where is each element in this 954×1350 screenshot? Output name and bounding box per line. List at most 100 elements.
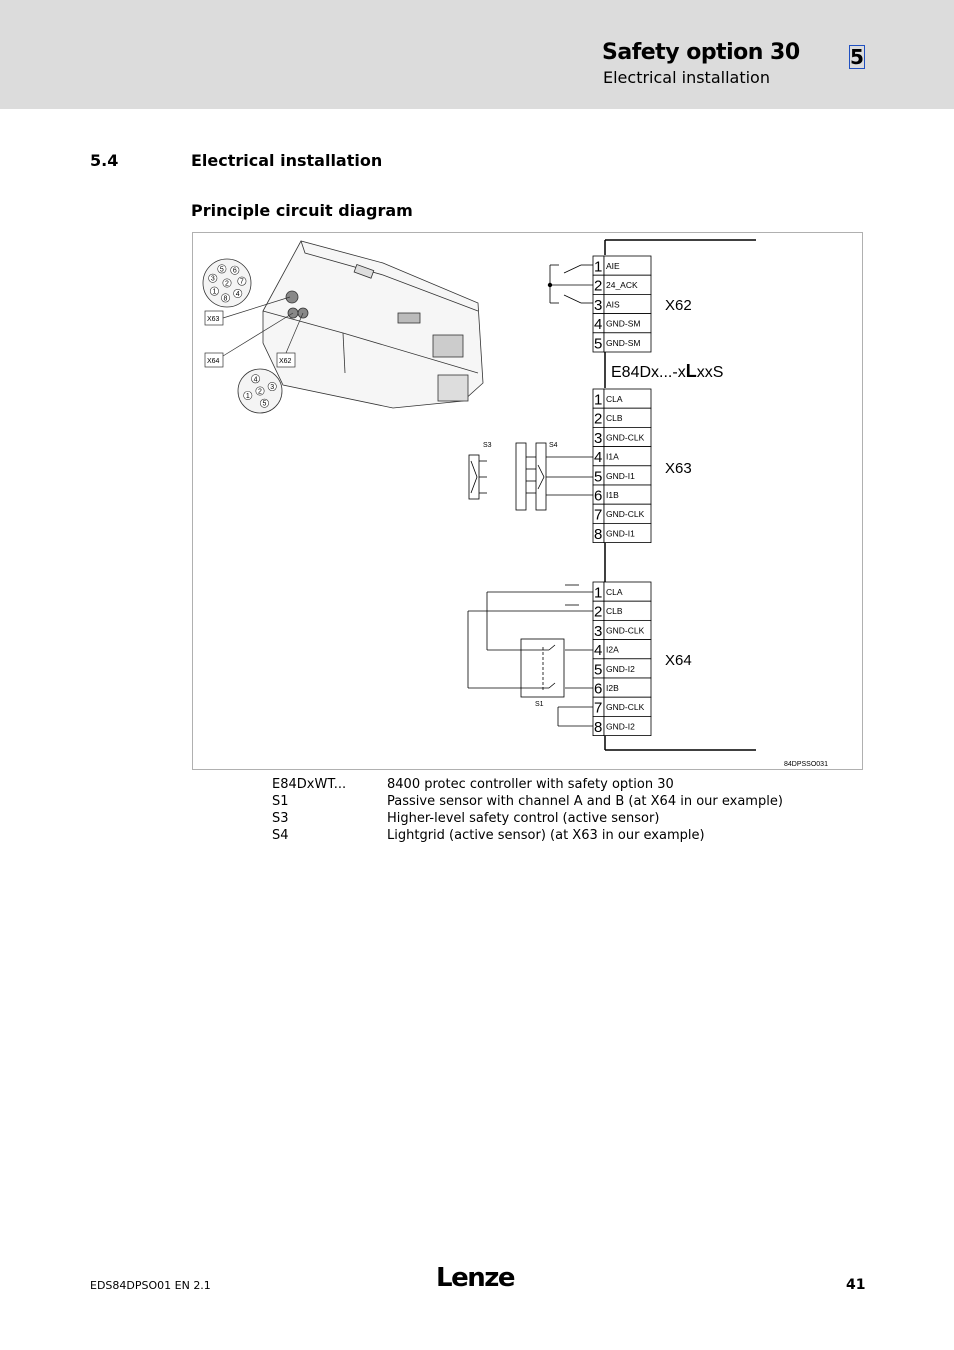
pin-number: 4 (594, 642, 602, 659)
svg-text:4: 4 (236, 291, 240, 298)
connector-name-x64: X64 (665, 652, 692, 669)
pin-signal: CLB (606, 606, 623, 616)
pin-signal: I1A (606, 452, 619, 462)
sensor-s4 (515, 442, 593, 511)
pin-number: 3 (594, 430, 602, 447)
pin-number: 4 (594, 449, 602, 466)
pin-number: 8 (594, 526, 602, 543)
connector-pin: 7 (237, 276, 247, 286)
pin-signal: I2B (606, 683, 619, 693)
footer-doc-id: EDS84DPSO01 EN 2.1 (90, 1279, 211, 1292)
legend-key: S3 (272, 811, 289, 826)
legend-row: S1 Passive sensor with channel A and B (a… (272, 793, 783, 810)
connector-pin: 4 (251, 374, 261, 384)
terminal-pin: 2 24_ACK (592, 274, 652, 295)
legend-key: S1 (272, 794, 289, 809)
legend: E84DxWT...8400 protec controller with sa… (272, 776, 783, 844)
connector-pin: 2 (255, 386, 265, 396)
pin-number: 1 (594, 392, 602, 409)
sensor-s1-label: S1 (535, 701, 544, 708)
svg-text:X63: X63 (207, 316, 220, 323)
photo-label-x62: X62 (276, 352, 296, 368)
svg-text:6: 6 (233, 268, 237, 275)
svg-text:4: 4 (254, 376, 258, 383)
legend-row: E84DxWT...8400 protec controller with sa… (272, 776, 783, 793)
sensor-s3 (468, 454, 487, 500)
svg-text:X62: X62 (279, 358, 292, 365)
pin-number: 2 (594, 411, 602, 428)
svg-text:8: 8 (224, 295, 228, 302)
chapter-number-badge[interactable]: 5 (849, 45, 865, 69)
subsection-title: Principle circuit diagram (191, 201, 413, 220)
pin-number: 5 (594, 335, 602, 352)
pin-signal: CLA (606, 587, 623, 597)
sensor-s3-label: S3 (483, 442, 492, 449)
pin-signal: GND-I2 (606, 664, 635, 674)
connector-8pin-icon: 5 674 8 1 3 2 (202, 258, 252, 308)
page-header-subtitle: Electrical installation (603, 68, 770, 87)
pin-signal: AIE (606, 261, 620, 271)
connector-pin: 1 (209, 286, 219, 296)
svg-text:2: 2 (225, 281, 229, 288)
legend-desc: Passive sensor with channel A and B (at … (387, 794, 783, 809)
pin-number: 8 (594, 719, 602, 736)
connector-pin: 3 (208, 273, 218, 283)
terminal-pin: 8 GND-I1 (592, 522, 652, 543)
device-boundary (604, 239, 756, 751)
terminal-pin: 1 AIE (592, 255, 652, 276)
pin-signal: GND-I1 (606, 528, 635, 538)
connector-name-x62: X62 (665, 297, 692, 314)
connector-pin: 6 (230, 265, 240, 275)
connector-pin: 5 (259, 398, 269, 408)
sensor-s4-label: S4 (549, 442, 558, 449)
pin-number: 2 (594, 278, 602, 295)
connector-pin: 4 (233, 288, 243, 298)
page-number: 41 (846, 1277, 866, 1293)
pin-number: 3 (594, 297, 602, 314)
photo-label-x63: X63 (204, 310, 224, 326)
svg-text:7: 7 (240, 279, 244, 286)
pin-signal: 24_ACK (606, 280, 638, 290)
svg-text:2: 2 (258, 389, 262, 396)
pin-signal: GND-CLK (606, 702, 645, 712)
pin-number: 1 (594, 259, 602, 276)
svg-text:5: 5 (220, 266, 224, 273)
lenze-logo: Lenze (436, 1263, 515, 1293)
terminal-pin: 4 I1A (592, 446, 652, 467)
pin-number: 3 (594, 623, 602, 640)
pin-number: 7 (594, 700, 602, 717)
pin-number: 5 (594, 468, 602, 485)
legend-desc: Lightgrid (active sensor) (at X63 in our… (387, 828, 705, 843)
pin-signal: I1B (606, 490, 619, 500)
connector-pin: 8 (221, 293, 231, 302)
pin-signal: GND-I2 (606, 721, 635, 731)
legend-key: S4 (272, 828, 289, 843)
pin-number: 2 (594, 604, 602, 621)
pin-number: 6 (594, 681, 602, 698)
terminal-pin: 2 CLB (592, 600, 652, 621)
connector-pin: 5 (217, 264, 227, 274)
legend-desc: 8400 protec controller with safety optio… (387, 777, 674, 792)
svg-text:1: 1 (212, 289, 216, 296)
pin-number: 5 (594, 661, 602, 678)
connector-name-x63: X63 (665, 460, 692, 477)
photo-label-x64: X64 (204, 352, 224, 368)
section-number: 5.4 (90, 151, 119, 170)
terminal-pin: 8 GND-I2 (592, 715, 652, 736)
pin-signal: GND-CLK (606, 432, 645, 442)
pin-signal: CLB (606, 413, 623, 423)
svg-text:3: 3 (211, 276, 215, 283)
terminal-pin: 2 CLB (592, 407, 652, 428)
svg-text:3: 3 (270, 384, 274, 391)
pin-number: 4 (594, 316, 602, 333)
